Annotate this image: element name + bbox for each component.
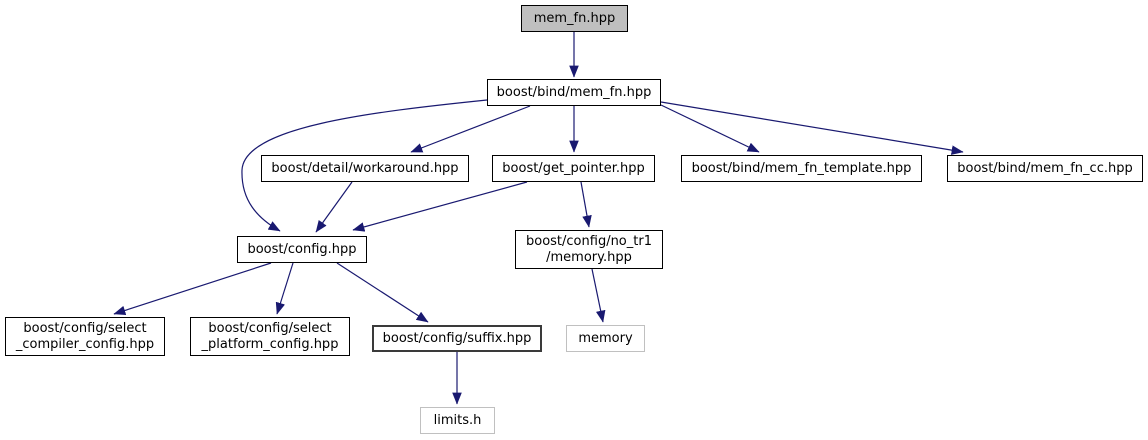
node-boost-get-pointer-hpp[interactable]: boost/get_pointer.hpp <box>492 155 655 182</box>
node-memory: memory <box>566 325 645 352</box>
node-boost-bind-mem-fn-hpp[interactable]: boost/bind/mem_fn.hpp <box>487 79 661 106</box>
node-boost-config-select-platform-config-hpp[interactable]: boost/config/select _platform_config.hpp <box>190 317 350 356</box>
edge-bind-mem-fn-to-mem-fn-template <box>660 104 760 153</box>
node-limits-h: limits.h <box>420 407 495 434</box>
node-boost-config-hpp[interactable]: boost/config.hpp <box>237 236 367 263</box>
node-boost-config-select-compiler-config-hpp[interactable]: boost/config/select _compiler_config.hpp <box>5 317 165 356</box>
edge-get-pointer-to-no-tr1-memory <box>580 181 592 228</box>
edge-get-pointer-to-config <box>352 181 528 232</box>
node-mem-fn-hpp: mem_fn.hpp <box>521 5 628 32</box>
edge-no-tr1-memory-to-memory <box>591 268 606 323</box>
node-boost-config-no-tr1-memory-hpp[interactable]: boost/config/no_tr1 /memory.hpp <box>515 230 663 269</box>
node-boost-detail-workaround-hpp[interactable]: boost/detail/workaround.hpp <box>261 155 469 182</box>
edge-config-to-select-compiler <box>113 262 272 316</box>
node-boost-bind-mem-fn-cc-hpp[interactable]: boost/bind/mem_fn_cc.hpp <box>947 155 1143 182</box>
edge-workaround-to-config <box>315 181 353 233</box>
edge-bind-mem-fn-to-workaround <box>410 105 531 153</box>
node-boost-config-suffix-hpp[interactable]: boost/config/suffix.hpp <box>372 325 542 352</box>
edge-bind-mem-fn-to-mem-fn-cc <box>660 101 964 155</box>
node-boost-bind-mem-fn-template-hpp[interactable]: boost/bind/mem_fn_template.hpp <box>681 155 922 182</box>
edge-config-to-select-platform <box>275 262 294 315</box>
edge-config-to-suffix <box>336 262 429 323</box>
